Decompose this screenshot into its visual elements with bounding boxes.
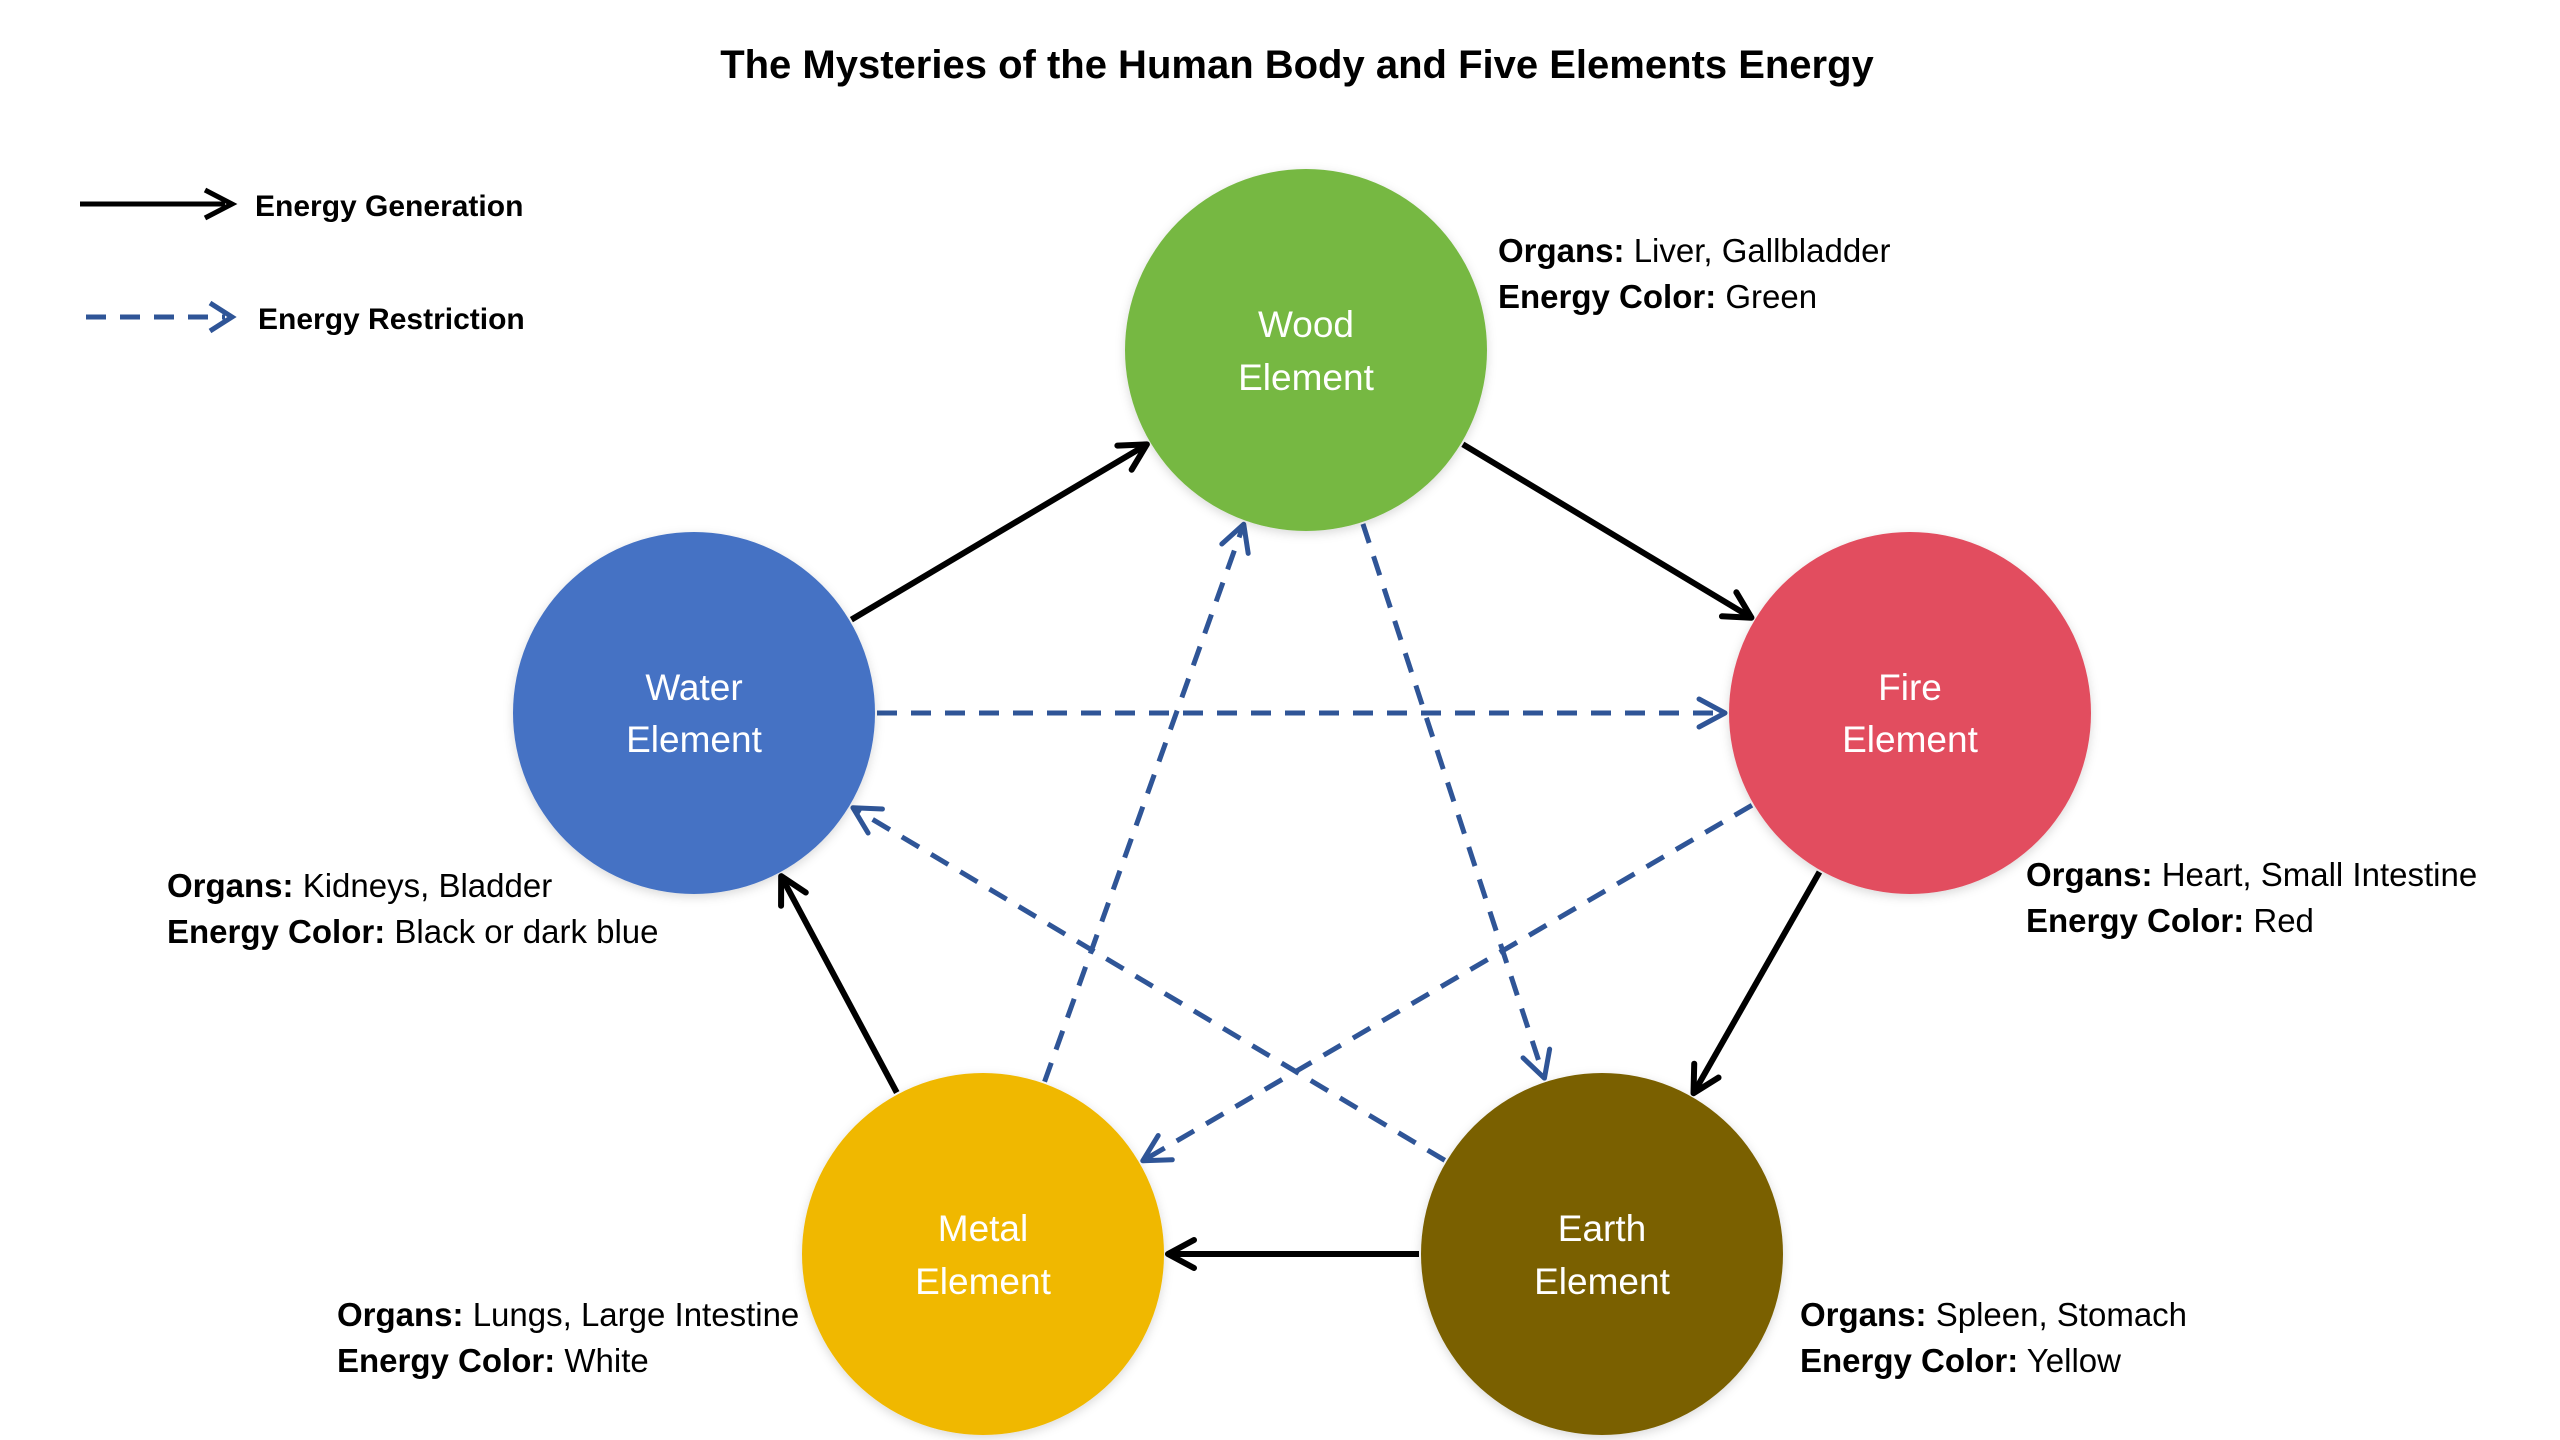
wood-color-key: Energy Color: <box>1498 278 1716 315</box>
svg-text:Organs: Heart, Small Intestine: Organs: Heart, Small Intestine <box>2026 856 2477 893</box>
water-label-line2: Element <box>626 719 762 760</box>
restriction-arrow-metal-to-wood <box>1042 521 1251 1083</box>
fire-circle <box>1729 532 2091 894</box>
wood-label-line1: Wood <box>1258 304 1354 345</box>
restriction-arrow-water-to-fire-head <box>1696 696 1728 730</box>
metal-label-line1: Metal <box>938 1208 1028 1249</box>
metal-color-key: Energy Color: <box>337 1342 555 1379</box>
earth-label-line1: Earth <box>1558 1208 1646 1249</box>
generation-arrow-fire-to-earth <box>1690 870 1823 1097</box>
fire-label-line2: Element <box>1842 719 1978 760</box>
restriction-arrow-earth-to-water <box>850 805 1447 1163</box>
legend: Energy Generation Energy Restriction <box>80 187 525 336</box>
svg-text:Energy Color: White: Energy Color: White <box>337 1342 649 1379</box>
fire-organs-value: Heart, Small Intestine <box>2162 856 2477 893</box>
svg-text:Energy Color: Black or dark bl: Energy Color: Black or dark blue <box>167 913 659 950</box>
legend-restriction-label: Energy Restriction <box>258 303 525 336</box>
generation-arrow-wood-to-fire <box>1461 441 1755 621</box>
water-organs-key: Organs: <box>167 867 294 904</box>
metal-color-value: White <box>564 1342 648 1379</box>
metal-organs-key: Organs: <box>337 1296 464 1333</box>
water-label-line1: Water <box>645 667 742 708</box>
svg-text:Energy Color: Red: Energy Color: Red <box>2026 902 2314 939</box>
water-info: Organs: Kidneys, Bladder Energy Color: B… <box>167 867 659 950</box>
fire-color-key: Energy Color: <box>2026 902 2244 939</box>
generation-arrow-fire-to-earth-head <box>1690 1060 1722 1097</box>
svg-text:Organs: Lungs, Large Intestine: Organs: Lungs, Large Intestine <box>337 1296 799 1333</box>
metal-circle <box>802 1073 1164 1435</box>
earth-color-key: Energy Color: <box>1800 1342 2018 1379</box>
fire-info: Organs: Heart, Small Intestine Energy Co… <box>2026 856 2477 939</box>
restriction-arrow-earth-to-water-head <box>850 805 885 836</box>
earth-organs-key: Organs: <box>1800 1296 1927 1333</box>
legend-generation-label: Energy Generation <box>255 190 523 223</box>
svg-text:Energy Color: Green: Energy Color: Green <box>1498 278 1817 315</box>
generation-arrow-metal-to-water-head <box>778 873 809 909</box>
generation-arrow-wood-to-fire-head <box>1718 589 1755 621</box>
legend-restriction-arrow-icon <box>86 300 237 334</box>
water-color-value: Black or dark blue <box>394 913 658 950</box>
earth-label-line2: Element <box>1534 1261 1670 1302</box>
generation-arrow-metal-to-water <box>778 873 900 1095</box>
earth-element-node: Earth Element <box>1421 1073 1783 1435</box>
restriction-arrow-wood-to-earth-head <box>1520 1046 1553 1081</box>
metal-label-line2: Element <box>915 1261 1051 1302</box>
arrows-layer <box>778 441 1823 1271</box>
fire-label-line1: Fire <box>1878 667 1942 708</box>
wood-organs-key: Organs: <box>1498 232 1625 269</box>
svg-text:Organs: Spleen, Stomach: Organs: Spleen, Stomach <box>1800 1296 2187 1333</box>
generation-arrow-water-to-wood-head <box>1114 441 1150 473</box>
water-circle <box>513 532 875 894</box>
svg-text:Energy Color: Yellow: Energy Color: Yellow <box>1800 1342 2121 1379</box>
water-element-node: Water Element <box>513 532 875 894</box>
wood-label-line2: Element <box>1238 357 1374 398</box>
generation-arrow-water-to-wood <box>849 441 1150 623</box>
svg-text:Organs: Liver, Gallbladder: Organs: Liver, Gallbladder <box>1498 232 1891 269</box>
legend-generation-arrow-icon <box>80 187 238 221</box>
earth-organs-value: Spleen, Stomach <box>1936 1296 2187 1333</box>
fire-element-node: Fire Element <box>1729 532 2091 894</box>
restriction-arrow-wood-to-earth <box>1360 523 1553 1081</box>
fire-organs-key: Organs: <box>2026 856 2153 893</box>
page-title: The Mysteries of the Human Body and Five… <box>720 43 1874 87</box>
water-color-key: Energy Color: <box>167 913 385 950</box>
metal-element-node: Metal Element <box>802 1073 1164 1435</box>
wood-color-value: Green <box>1725 278 1817 315</box>
wood-organs-value: Liver, Gallbladder <box>1634 232 1891 269</box>
generation-arrow-earth-to-metal <box>1165 1237 1419 1271</box>
earth-info: Organs: Spleen, Stomach Energy Color: Ye… <box>1800 1296 2187 1379</box>
earth-color-value: Yellow <box>2027 1342 2121 1379</box>
generation-arrow-earth-to-metal-head <box>1165 1237 1197 1271</box>
metal-organs-value: Lungs, Large Intestine <box>473 1296 800 1333</box>
water-organs-value: Kidneys, Bladder <box>303 867 552 904</box>
svg-text:Organs: Kidneys, Bladder: Organs: Kidneys, Bladder <box>167 867 552 904</box>
restriction-arrow-water-to-fire <box>877 696 1728 730</box>
restriction-arrow-metal-to-wood-head <box>1219 521 1251 556</box>
wood-element-node: Wood Element <box>1125 169 1487 531</box>
restriction-arrow-fire-to-metal-head <box>1140 1133 1175 1164</box>
wood-info: Organs: Liver, Gallbladder Energy Color:… <box>1498 232 1891 315</box>
fire-color-value: Red <box>2253 902 2314 939</box>
restriction-arrow-fire-to-metal <box>1140 803 1754 1164</box>
earth-circle <box>1421 1073 1783 1435</box>
metal-info: Organs: Lungs, Large Intestine Energy Co… <box>337 1296 799 1379</box>
wood-circle <box>1125 169 1487 531</box>
